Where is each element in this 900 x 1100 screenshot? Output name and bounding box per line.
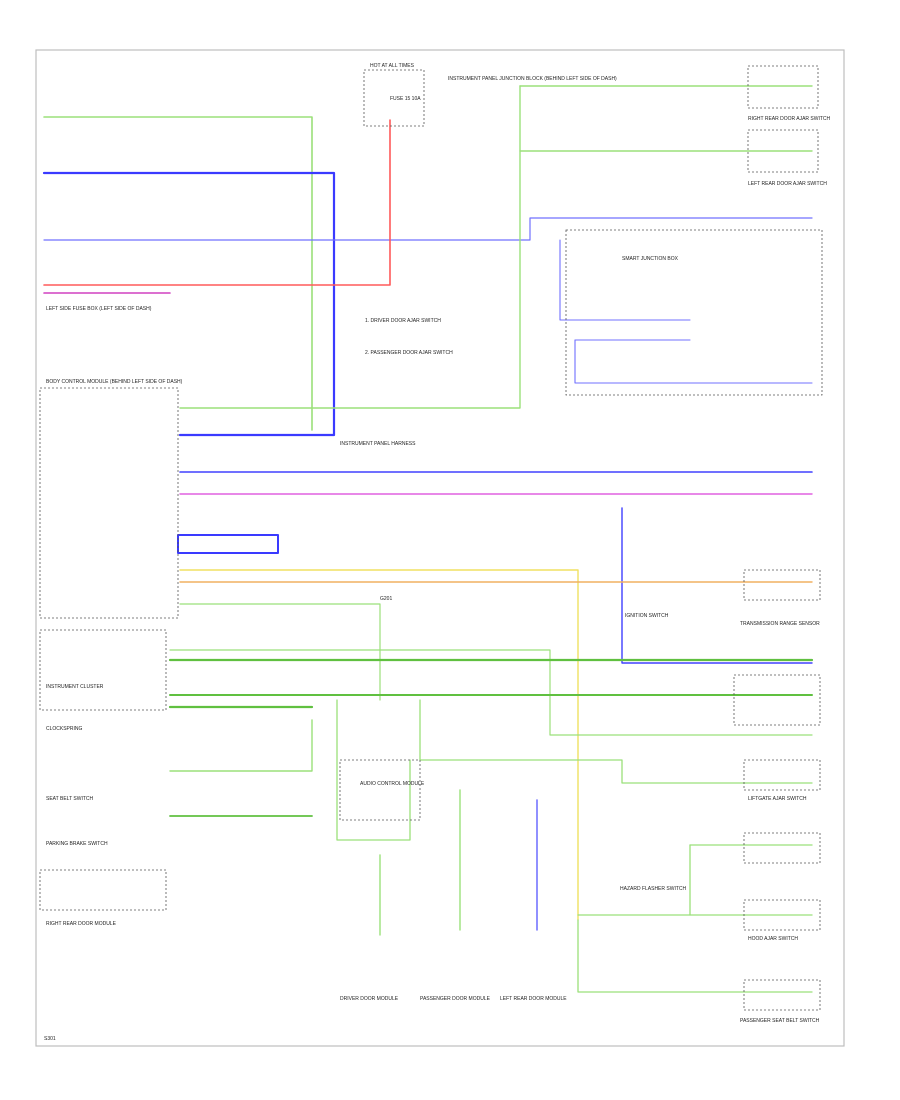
right-switch-7: [743, 899, 821, 931]
label-left-rear-door: LEFT REAR DOOR MODULE: [500, 996, 567, 1002]
label-ignition-switch: IGNITION SWITCH: [625, 613, 669, 619]
label-fuse-top: HOT AT ALL TIMES: [370, 63, 415, 69]
label-cluster: INSTRUMENT CLUSTER: [46, 684, 104, 690]
label-seatbelt: SEAT BELT SWITCH: [46, 796, 94, 802]
wire-green-14: [336, 699, 411, 841]
lower-left-box: [39, 869, 167, 911]
label-hazard-switch: HAZARD FLASHER SWITCH: [620, 886, 687, 892]
label-audio-module: AUDIO CONTROL MODULE: [360, 781, 425, 787]
wire-blue-4: [621, 507, 813, 664]
label-left-junction: LEFT SIDE FUSE BOX (LEFT SIDE OF DASH): [46, 306, 152, 312]
wire-blue-right1: [559, 239, 691, 321]
label-hood-switch: HOOD AJAR SWITCH: [748, 936, 798, 942]
wire-green-top2: [179, 85, 521, 409]
diagram-frame: [35, 49, 845, 1047]
label-pass-seatbelt: PASSENGER SEAT BELT SWITCH: [740, 1018, 820, 1024]
label-ipc-harness: INSTRUMENT PANEL HARNESS: [340, 441, 416, 447]
right-group-box: [565, 229, 823, 396]
right-switch-8: [743, 979, 821, 1011]
wire-green-9: [419, 759, 813, 784]
label-right-rear-door: RIGHT REAR DOOR MODULE: [46, 921, 117, 927]
right-switch-5: [743, 759, 821, 791]
wire-red: [43, 119, 391, 286]
center-switch-box: [339, 759, 421, 821]
wire-blue-1: [42, 171, 336, 437]
labels: HOT AT ALL TIMES FUSE 15 10A INSTRUMENT …: [44, 63, 831, 1042]
label-smart-junction: SMART JUNCTION BOX: [622, 256, 679, 262]
components: [39, 65, 823, 1011]
bcm-box: [39, 387, 179, 619]
label-bottom-left: S301: [44, 1036, 56, 1042]
label-trans-range: TRANSMISSION RANGE SENSOR: [740, 621, 820, 627]
fuse-box: [363, 69, 425, 127]
label-body-ctrl: BODY CONTROL MODULE (BEHIND LEFT SIDE OF…: [46, 379, 183, 385]
wire-green-2: [179, 603, 381, 701]
wires: [42, 85, 814, 993]
label-park-brake: PARKING BRAKE SWITCH: [46, 841, 108, 847]
wire-blue-2: [43, 217, 813, 241]
right-switch-3: [743, 569, 821, 601]
wire-blue-right3: [574, 339, 813, 384]
left-junction-box: [39, 629, 167, 711]
label-lr-door-switch: LEFT REAR DOOR AJAR SWITCH: [748, 181, 827, 187]
wire-green-7: [169, 719, 313, 772]
right-switch-1: [747, 65, 819, 109]
label-ipjb-top: INSTRUMENT PANEL JUNCTION BLOCK (BEHIND …: [448, 76, 617, 82]
label-clock-spring: CLOCKSPRING: [46, 726, 83, 732]
right-switch-4: [733, 674, 821, 726]
wire-blue-box: [177, 534, 279, 554]
wire-green-3: [169, 649, 813, 736]
wire-yellow: [179, 569, 579, 921]
label-passenger-door: PASSENGER DOOR MODULE: [420, 996, 491, 1002]
label-center-note1: 1. DRIVER DOOR AJAR SWITCH: [365, 318, 441, 324]
label-fuse-name: FUSE 15 10A: [390, 96, 421, 102]
right-switch-6: [743, 832, 821, 864]
label-liftgate: LIFTGATE AJAR SWITCH: [748, 796, 807, 802]
label-center-note2: 2. PASSENGER DOOR AJAR SWITCH: [365, 350, 453, 356]
wire-green-1: [43, 116, 313, 431]
label-drivers-door: DRIVER DOOR MODULE: [340, 996, 399, 1002]
wire-green-13: [577, 919, 813, 993]
label-ground: G201: [380, 596, 392, 602]
label-rr-door-switch: RIGHT REAR DOOR AJAR SWITCH: [748, 116, 831, 122]
